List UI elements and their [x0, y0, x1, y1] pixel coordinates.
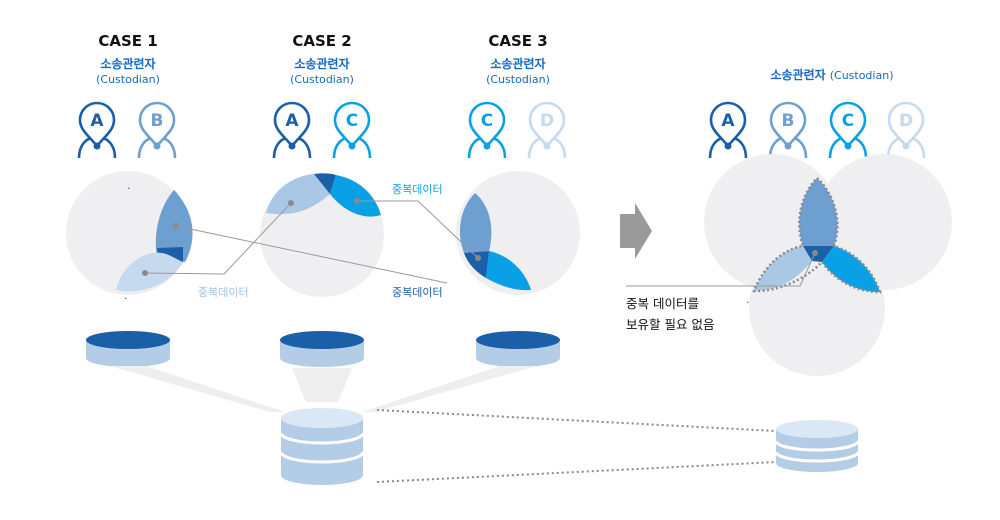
case-2-header: CASE 2 소송관련자 (Custodian): [290, 32, 354, 86]
custodian-label: 소송관련자: [771, 67, 826, 82]
dotted-links: [376, 409, 777, 483]
person-letter: D: [540, 111, 554, 131]
case-2-venn: [260, 173, 384, 297]
case-3-venn: [456, 171, 580, 295]
duplicate-data-label: 중복데이터: [392, 183, 443, 196]
connector-line: [626, 252, 816, 287]
case-databases: [86, 331, 560, 367]
connector-dot: [812, 250, 818, 256]
case-3-header: CASE 3 소송관련자 (Custodian): [486, 32, 550, 86]
connector-dots: [142, 198, 481, 276]
dot-mark: ·: [124, 292, 128, 305]
case-title: CASE 1: [98, 32, 157, 50]
merged-database-icon: [279, 408, 365, 485]
overlap-ac-lens: [116, 252, 183, 292]
dedup-outline: [752, 176, 882, 294]
overlap-core: [314, 173, 336, 194]
overlap-cd-lens: [459, 193, 492, 253]
overlap-core: [803, 246, 834, 262]
person-letter: C: [481, 111, 493, 131]
person-letter: B: [782, 111, 795, 131]
dotted-link: [376, 461, 777, 483]
dotted-link: [376, 409, 777, 432]
dot-mark: ·: [746, 296, 750, 309]
custodian-label: 소송관련자: [294, 56, 349, 71]
person-pin-icon: C: [467, 101, 507, 159]
duplicate-data-label: 중복데이터: [198, 286, 249, 299]
dedup-note-line2: 보유할 필요 없음: [626, 317, 714, 332]
funnel-shadow: [110, 366, 285, 412]
database-icon: [280, 331, 364, 367]
connector-dot: [354, 198, 360, 204]
connector-dot: [173, 223, 179, 229]
connector-dot: [475, 255, 481, 261]
custodian-label-en: (Custodian): [830, 69, 894, 82]
database-icon: [476, 331, 560, 367]
arrow-right-icon: [620, 203, 652, 259]
person-letter: C: [346, 111, 358, 131]
overlap-c-segment: [330, 175, 381, 217]
person-letter: D: [899, 111, 913, 131]
dedup-note-line1: 중복 데이터를: [626, 296, 699, 311]
overlap-top-lens: [799, 178, 838, 246]
combined-venn: ·: [626, 154, 952, 376]
person-letter: A: [90, 111, 104, 131]
overlap-ac-light: [266, 174, 330, 215]
overlap-left-lens: [754, 246, 812, 291]
case-1-header: CASE 1 소송관련자 (Custodian): [96, 32, 160, 86]
connector-line: [357, 200, 479, 259]
dot-mark: ·: [127, 182, 131, 195]
overlap-core: [464, 251, 489, 278]
funnel-shadows: [110, 366, 536, 412]
person-pin-icon: B: [137, 101, 177, 159]
person-pin-icon: A: [708, 101, 748, 159]
person-letter: C: [842, 111, 854, 131]
person-pin-icon: B: [768, 101, 808, 159]
duplicate-data-label: 중복데이터: [392, 286, 443, 299]
custodian-label: 소송관련자: [490, 56, 545, 71]
case-title: CASE 3: [488, 32, 547, 50]
combined-custodian-label: 소송관련자 (Custodian): [771, 67, 894, 82]
custodian-label-en: (Custodian): [290, 73, 354, 86]
person-letter: A: [721, 111, 735, 131]
person-letter: B: [151, 111, 164, 131]
person-pin-icon: C: [332, 101, 372, 159]
duplicate-connectors: [144, 200, 479, 284]
person-pin-icon: A: [272, 101, 312, 159]
case-title: CASE 2: [292, 32, 351, 50]
database-icon: [86, 331, 170, 367]
connector-line: [175, 225, 448, 284]
person-pin-icon: D: [527, 101, 567, 159]
overlap-right-lens: [822, 246, 880, 292]
person-pin-icon: C: [828, 101, 868, 159]
custodian-label-en: (Custodian): [96, 73, 160, 86]
dedup-database-icon: [774, 420, 860, 472]
custodian-label: 소송관련자: [100, 56, 155, 71]
connector-dot: [288, 200, 294, 206]
case-1-venn: · ·: [66, 171, 193, 305]
connector-dot: [142, 270, 148, 276]
person-pin-icon: A: [77, 101, 117, 159]
connector-line: [144, 202, 292, 275]
funnel-shadow: [292, 368, 352, 402]
custodian-label-en: (Custodian): [486, 73, 550, 86]
combined-header: 소송관련자 (Custodian): [771, 67, 894, 82]
person-letter: A: [285, 111, 299, 131]
overlap-c-segment: [486, 251, 531, 291]
person-pin-icon: D: [886, 101, 926, 159]
funnel-shadow: [362, 366, 536, 412]
